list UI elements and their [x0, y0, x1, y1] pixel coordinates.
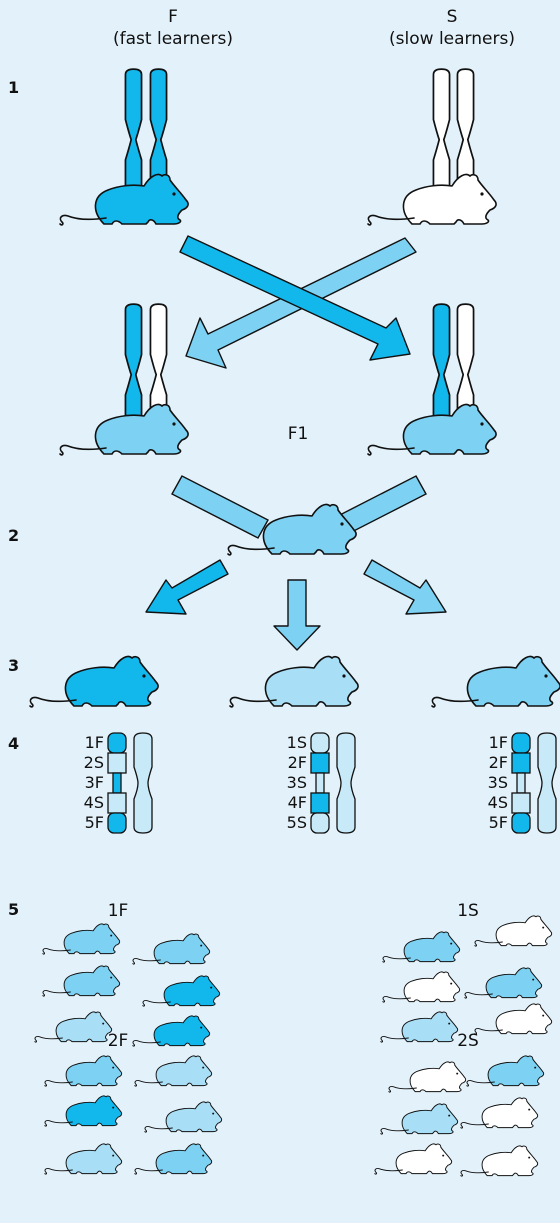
mouse-icon [461, 1146, 538, 1176]
mouse-icon [368, 174, 496, 224]
mouse-icon [43, 924, 120, 954]
chromosome-icon [538, 733, 556, 833]
chromosome-segment [113, 773, 121, 793]
segment-label: 4S [488, 793, 508, 812]
diverge-arrows [146, 560, 446, 650]
step-3: 3 [8, 656, 19, 675]
segment-label: 2F [288, 753, 307, 772]
segment-label: 3S [488, 773, 508, 792]
chromosome-segment [311, 793, 329, 813]
mouse-icon [30, 656, 158, 706]
chromosome-segment [512, 733, 530, 753]
mouse-icon [135, 1144, 212, 1174]
mouse-icon [43, 966, 120, 996]
mouse-icon [133, 934, 210, 964]
f1-left [60, 304, 188, 455]
fast-letter: F [168, 7, 178, 27]
chromosome-segment [311, 813, 329, 833]
segment-label: 4S [84, 793, 104, 812]
mouse-icon [461, 1098, 538, 1128]
fast-caption: (fast learners) [113, 29, 233, 49]
step-1: 1 [8, 78, 19, 97]
chromosome-icon [134, 733, 152, 833]
mouse-icon [381, 1104, 458, 1134]
segment-label: 1F [85, 733, 104, 752]
mouse-icon [381, 1012, 458, 1042]
mouse-icon [45, 1144, 122, 1174]
chromosome-segment [108, 813, 126, 833]
mouse-icon [145, 1102, 222, 1132]
chromosome-segment [517, 773, 525, 793]
chromosome-icon [337, 733, 355, 833]
mouse-icon [230, 656, 358, 706]
segment-label: 2S [84, 753, 104, 772]
mouse-icon [60, 174, 188, 224]
group-label-2F: 2F [108, 1031, 129, 1051]
chromosome-segment [311, 733, 329, 753]
arrow-icon [146, 560, 228, 614]
mouse-icon [368, 404, 496, 454]
segment-label: 5S [287, 813, 307, 832]
arrow-icon [364, 560, 446, 614]
mouse-icon [383, 932, 460, 962]
mouse-icon [467, 1056, 544, 1086]
mouse-icon [60, 404, 188, 454]
chromosome-segment [512, 793, 530, 813]
slow-caption: (slow learners) [389, 29, 515, 49]
mouse-icon [465, 968, 542, 998]
chromosome-segment [316, 773, 324, 793]
cross-arrows [180, 236, 416, 368]
chromosome-segment [108, 733, 126, 753]
segment-label: 1S [287, 733, 307, 752]
mouse-icon [135, 1056, 212, 1086]
group-label-1F: 1F [108, 901, 129, 921]
chromosome-segment [108, 753, 126, 773]
mouse-icon [45, 1096, 122, 1126]
mouse-icon [35, 1012, 112, 1042]
mouse-icon [375, 1144, 452, 1174]
step-4: 4 [8, 734, 19, 753]
step-2: 2 [8, 526, 19, 545]
segment-label: 3S [287, 773, 307, 792]
fast-parent [60, 69, 188, 225]
chromosome-segment [512, 813, 530, 833]
mouse-icon [475, 916, 552, 946]
arrow-icon [274, 580, 320, 650]
mouse-icon [45, 1056, 122, 1086]
segment-label: 3F [85, 773, 104, 792]
step-5: 5 [8, 900, 19, 919]
f1-label: F1 [288, 424, 309, 444]
arrow-icon [172, 476, 268, 538]
mouse-icon [143, 976, 220, 1006]
chromosome-segment [108, 793, 126, 813]
mouse-icon [432, 656, 560, 706]
chromosome-segment [512, 753, 530, 773]
mouse-icon [389, 1062, 466, 1092]
segment-label: 1F [489, 733, 508, 752]
mouse-icon [133, 1016, 210, 1046]
slow-parent [368, 69, 496, 225]
slow-letter: S [447, 7, 458, 27]
mouse-icon [383, 972, 460, 1002]
segment-label: 5F [489, 813, 508, 832]
mouse-icon [475, 1004, 552, 1034]
segment-label: 2F [489, 753, 508, 772]
segment-label: 5F [85, 813, 104, 832]
segment-label: 4F [288, 793, 307, 812]
group-label-1S: 1S [457, 901, 479, 921]
chromosome-segment [311, 753, 329, 773]
